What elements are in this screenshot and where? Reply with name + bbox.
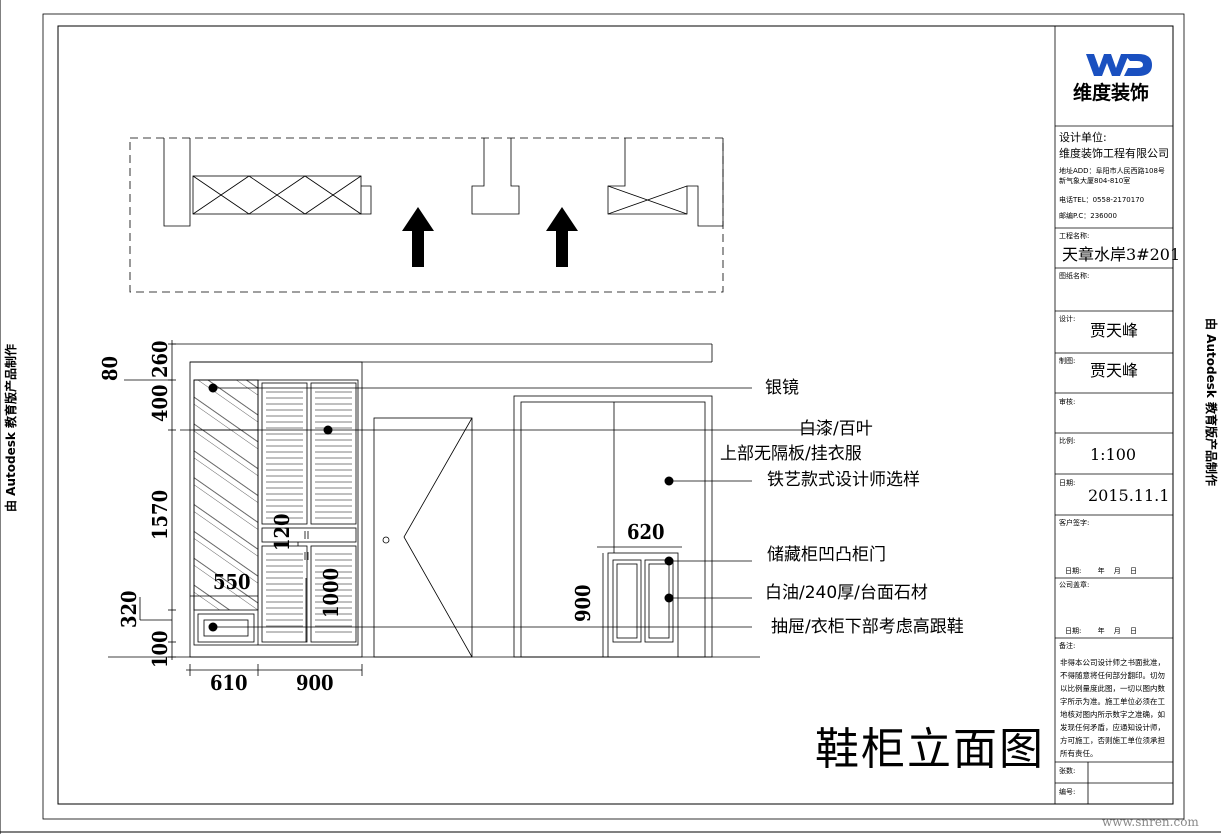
outer-border xyxy=(42,13,1185,820)
annotation-no-partition: 上部无隔板/挂衣服 xyxy=(720,444,862,464)
dim-400: 400 xyxy=(148,384,173,422)
dim-1570: 1570 xyxy=(148,489,173,540)
annotation-silver-mirror: 银镜 xyxy=(765,378,799,398)
elevation-view xyxy=(108,340,830,676)
dim-550: 550 xyxy=(213,570,251,595)
scale-value: 1:100 xyxy=(1090,445,1137,464)
dim-320: 320 xyxy=(117,590,142,628)
dim-80: 80 xyxy=(98,355,123,381)
title-block-frame xyxy=(1054,26,1173,804)
plan-view xyxy=(129,137,724,293)
leader-dots xyxy=(208,383,674,632)
client-sign-label: 客户签字: xyxy=(1059,519,1090,527)
drafter-label: 制图: xyxy=(1059,357,1076,365)
dim-610: 610 xyxy=(210,671,248,696)
company-address: 地址ADD：阜阳市人民西路108号 xyxy=(1059,167,1165,175)
sheet-count-label: 张数: xyxy=(1059,767,1076,775)
logo-mark-icon xyxy=(1086,54,1152,76)
remarks-text: 非得本公司设计师之书面批准，不得随意将任何部分翻印。切勿以比例量度此图，一切以图… xyxy=(1060,658,1165,758)
annotation-storage-door: 储藏柜凹凸柜门 xyxy=(767,545,886,565)
dim-900-bottom: 900 xyxy=(296,671,334,696)
reviewer-label: 审核: xyxy=(1059,398,1076,406)
scale-label: 比例: xyxy=(1059,437,1076,445)
seal-date-line: 日期: 年 月 日 xyxy=(1065,627,1138,635)
project-name: 天章水岸3#201 xyxy=(1062,245,1181,264)
date-label: 日期: xyxy=(1059,479,1076,487)
annotation-drawer: 抽屉/衣柜下部考虑高跟鞋 xyxy=(771,617,964,637)
designer-label: 设计: xyxy=(1059,315,1076,323)
annotation-stone-top: 白油/240厚/台面石材 xyxy=(765,583,928,603)
side-watermark-right: 由 Autodesk 教育版产品制作 xyxy=(1204,318,1218,487)
drafter-name: 贾天峰 xyxy=(1090,361,1139,380)
drawing-name-label: 图纸名称: xyxy=(1059,272,1090,280)
company-tel: 电话TEL：0558-2170170 xyxy=(1059,196,1145,204)
dim-620: 620 xyxy=(627,520,665,545)
annotation-white-lacquer: 白漆/百叶 xyxy=(799,419,873,439)
client-date-line: 日期: 年 月 日 xyxy=(1065,567,1138,575)
sheet-no-label: 编号: xyxy=(1059,788,1076,796)
project-label: 工程名称: xyxy=(1059,232,1090,240)
date-value: 2015.11.1 xyxy=(1088,486,1170,505)
logo-name: 维度装饰 xyxy=(1073,82,1150,104)
side-watermark-left: 由 Autodesk 教育版产品制作 xyxy=(4,343,18,512)
dim-120: 120 xyxy=(270,513,295,551)
company-seal-label: 公司盖章: xyxy=(1059,581,1090,589)
designer-name: 贾天峰 xyxy=(1090,321,1139,340)
dim-1000: 1000 xyxy=(319,567,344,618)
company-postcode: 邮编P.C：236000 xyxy=(1059,212,1117,220)
dim-900-side: 900 xyxy=(571,584,596,622)
dim-100: 100 xyxy=(148,630,173,668)
dim-260: 260 xyxy=(148,340,173,378)
company-address2: 新气象大厦804-810室 xyxy=(1059,177,1131,185)
inner-border xyxy=(57,25,1174,805)
design-unit-label: 设计单位: xyxy=(1059,131,1107,144)
footer-watermark: www.snren.com xyxy=(1102,815,1199,829)
company-name: 维度装饰工程有限公司 xyxy=(1059,147,1169,160)
annotation-iron-art: 铁艺款式设计师选样 xyxy=(767,470,920,490)
remarks-label: 备注: xyxy=(1059,642,1076,650)
drawing-title: 鞋柜立面图 xyxy=(815,724,1045,775)
